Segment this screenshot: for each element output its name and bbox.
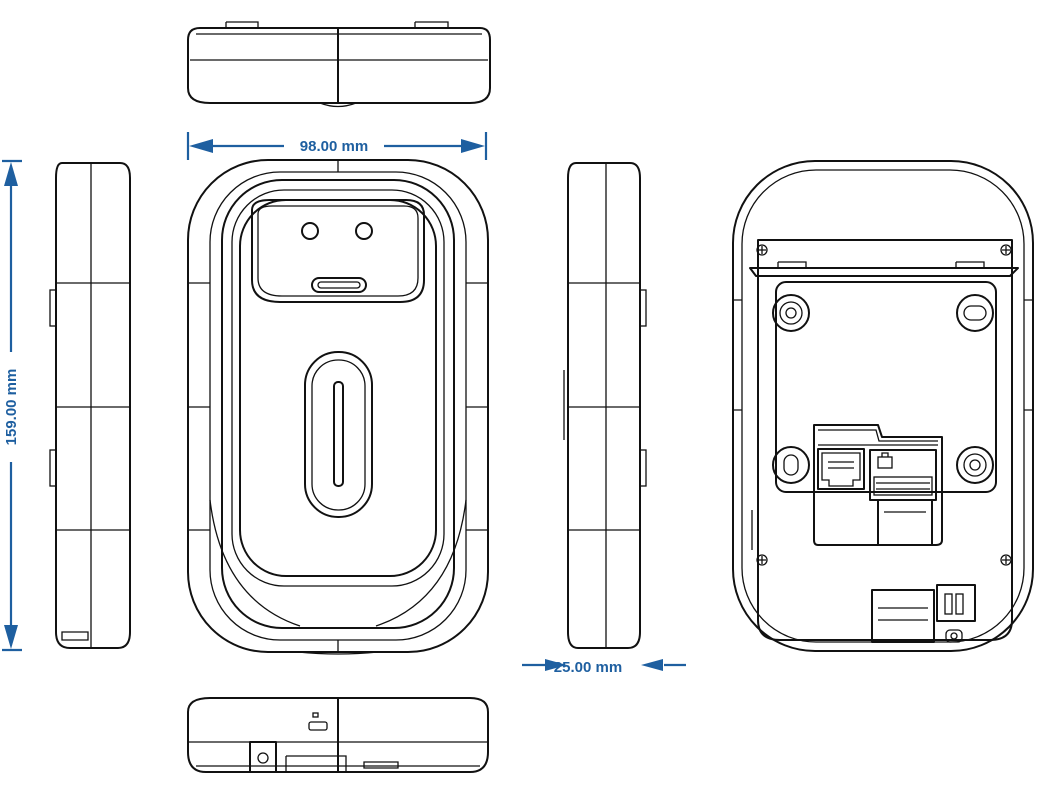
height-label: 159.00 mm [3,369,20,446]
dimension-width: 98.00 mm [186,132,488,160]
left-side-view [49,162,131,649]
dimension-height: 159.00 mm [2,159,22,652]
right-side-view [563,162,647,649]
dimension-depth: 25.00 mm [522,659,686,676]
front-view [187,159,489,655]
width-label: 98.00 mm [300,138,368,155]
back-view [732,160,1034,652]
bottom-view [187,697,489,773]
depth-label: 25.00 mm [554,659,622,676]
top-view [187,21,491,108]
